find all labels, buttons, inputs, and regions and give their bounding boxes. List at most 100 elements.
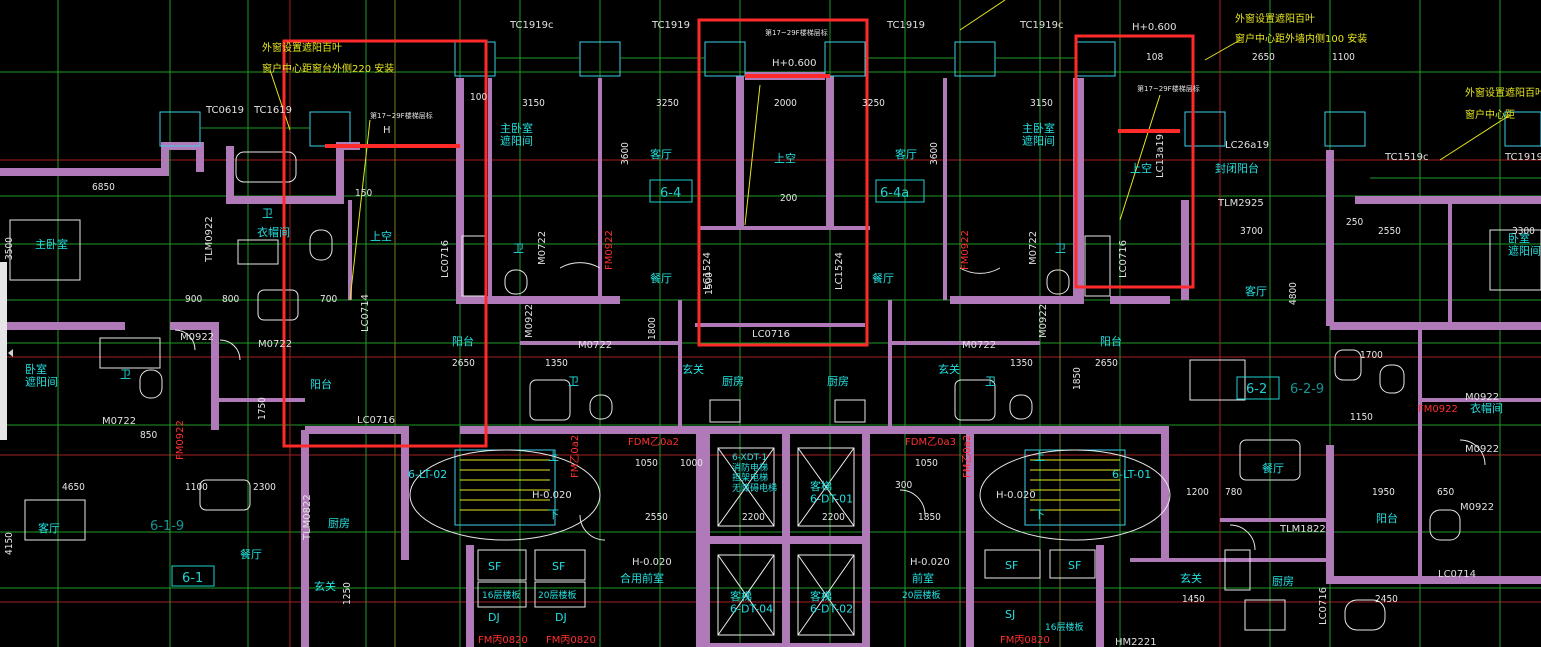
dimension: 1200	[1186, 487, 1209, 498]
room-label: 上空	[1130, 161, 1152, 175]
dimension: 3250	[656, 98, 679, 109]
room-label: 玄关	[682, 362, 704, 376]
unit-id: 6-2-9	[1290, 382, 1324, 397]
room-label: 餐厅	[240, 547, 262, 561]
dimension: 2000	[774, 98, 797, 109]
room-label: 卫	[120, 368, 131, 381]
dimension: 1350	[545, 358, 568, 369]
dimension: 250	[1346, 217, 1363, 228]
room-label: 厨房	[328, 517, 350, 530]
dimension: 1050	[915, 458, 938, 469]
window-label: TC1919c	[509, 20, 553, 31]
dimension: 2300	[253, 482, 276, 493]
room-label: 主卧室遮阳间	[1022, 121, 1055, 148]
dimension: 2650	[452, 358, 475, 369]
unit-labels: 6-1 6-4 6-4a 6-2 6-2-9 6-1-9	[150, 186, 1324, 586]
room-label: 6-LT-02	[408, 468, 447, 481]
dimension: 2650	[1252, 52, 1275, 63]
floor-note: 第17~29F楼梯层标	[370, 111, 433, 120]
window-label: TLM0922	[204, 216, 215, 263]
room-label: 阳台	[452, 334, 474, 348]
room-label: 餐厅	[650, 271, 672, 285]
callout-text-left-1: 外窗设置遮阳百叶	[262, 41, 342, 54]
dimension: 1800	[647, 317, 658, 340]
callout-text-far-1: 外窗设置遮阳百叶	[1465, 86, 1541, 99]
callout-text-far-2: 窗户中心距	[1465, 108, 1515, 121]
window-label: TC1919	[651, 20, 690, 31]
dimension: 3150	[522, 98, 545, 109]
window-label: LC1524	[834, 252, 845, 290]
window-label: TC1919	[886, 20, 925, 31]
dimension: 1250	[342, 582, 353, 605]
room-label: 衣帽间	[257, 225, 290, 239]
window-label: TC0619	[205, 105, 244, 116]
room-label: 衣帽间	[1470, 401, 1503, 415]
room-label: 餐厅	[1262, 461, 1284, 475]
door-label: M0722	[578, 340, 612, 351]
window-label: TC1919	[1504, 152, 1541, 163]
room-label: 厨房	[827, 375, 849, 388]
dimension: 1850	[1072, 367, 1083, 390]
unit-id: 6-4	[660, 186, 681, 201]
fire-door-label: FM0922	[1418, 404, 1458, 415]
room-label: 厨房	[1272, 575, 1294, 588]
unit-id: 6-2	[1246, 382, 1267, 397]
room-label: 卫	[262, 207, 273, 220]
door-label: M0922	[1460, 502, 1494, 513]
room-label: 下	[548, 508, 559, 521]
room-label: 主卧室遮阳间	[500, 121, 533, 148]
dimension: 1500	[704, 272, 715, 295]
doors	[174, 262, 1486, 551]
side-panel-tab[interactable]	[0, 262, 7, 440]
elevation-labels: H+0.600 H+0.600 H-0.020 H-0.020 H-0.020 …	[383, 22, 1177, 568]
room-label: 卫	[568, 375, 579, 388]
room-label: SF	[1005, 559, 1018, 572]
room-label: 20层楼板	[902, 589, 940, 601]
dimension: 3250	[862, 98, 885, 109]
dimension: 2200	[742, 512, 765, 523]
leaders	[269, 0, 1511, 301]
room-label: 合用前室	[620, 571, 664, 585]
unit-id: 6-4a	[880, 186, 909, 201]
dimension: 1450	[1182, 594, 1205, 605]
window-label: LC1524	[702, 252, 713, 290]
dimension: 2200	[822, 512, 845, 523]
door-label: M0722	[537, 231, 548, 265]
room-label: 阳台	[310, 377, 332, 391]
dimension: 650	[1437, 487, 1454, 498]
window-label: LC0714	[1438, 569, 1476, 580]
dimension: 100	[470, 92, 487, 103]
elevation-mark: H	[383, 125, 391, 136]
door-label: M0722	[1028, 231, 1039, 265]
dimension: 150	[355, 188, 372, 199]
room-label: 上空	[774, 151, 796, 165]
window-label: TC1619	[253, 105, 292, 116]
room-label: SJ	[1005, 608, 1015, 621]
room-label: 客厅	[895, 147, 917, 161]
unit-id: 6-1	[182, 571, 203, 586]
dimension: 780	[1225, 487, 1242, 498]
room-label: 20层楼板	[538, 589, 576, 601]
elevation-mark: H-0.020	[996, 490, 1036, 501]
dimension: 6850	[92, 182, 115, 193]
collapse-arrow-icon[interactable]	[8, 349, 13, 357]
room-label: SF	[552, 560, 565, 573]
room-label: 客厅	[38, 521, 60, 535]
dimension: 1050	[635, 458, 658, 469]
fire-door-label: FM0922	[960, 230, 971, 270]
room-label: 前室	[912, 571, 934, 585]
window-label: LC0716	[1318, 587, 1329, 625]
dimension: 4800	[1288, 282, 1299, 305]
room-label: 阳台	[1376, 511, 1398, 525]
unit-id: 6-1-9	[150, 519, 184, 534]
room-label: 16层楼板	[1045, 621, 1083, 633]
room-label: 卫	[513, 242, 524, 255]
room-label: 上	[548, 450, 559, 463]
room-label: 厨房	[722, 375, 744, 388]
dimension-labels: 6850 3150 3250 2000 3250 3150 2650 1100 …	[4, 52, 1535, 605]
elevation-mark: H+0.600	[772, 58, 817, 69]
dimension: 3300	[1512, 226, 1535, 237]
room-label: 玄关	[938, 362, 960, 376]
